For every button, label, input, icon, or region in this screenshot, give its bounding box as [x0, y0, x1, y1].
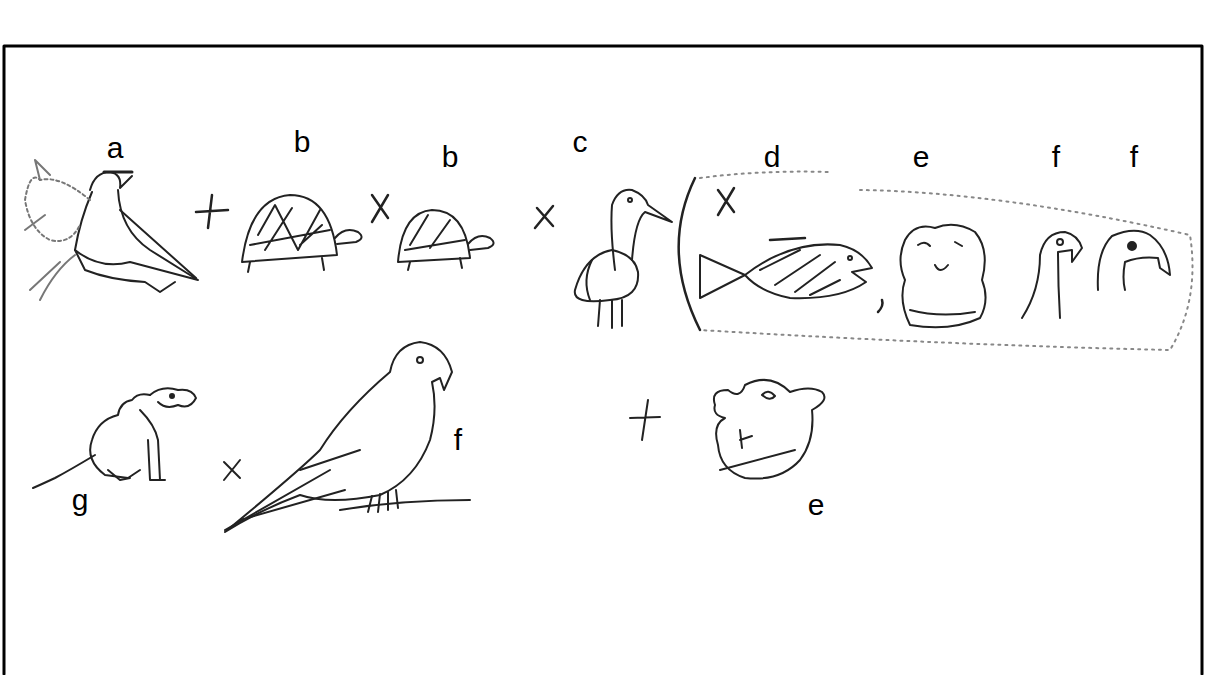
- callout-letter: f: [454, 425, 462, 455]
- turtle-b: [242, 195, 362, 272]
- head-e: [901, 225, 986, 328]
- face-e: [714, 380, 825, 479]
- callout-letter: e: [808, 490, 825, 520]
- bird-head-f: [1022, 232, 1082, 318]
- kangaroo-g: [33, 388, 196, 488]
- callout-letter: b: [294, 127, 311, 157]
- callout-letter: d: [764, 142, 781, 172]
- plus-sign: [630, 400, 660, 440]
- bracket: [679, 178, 700, 330]
- bird-c: [575, 190, 672, 328]
- callout-letter: b: [442, 142, 459, 172]
- callout-letter: f: [1130, 142, 1138, 172]
- callout-letter: e: [913, 142, 930, 172]
- times-sign: [372, 195, 388, 222]
- hummingbird-a: [25, 160, 198, 300]
- callout-letter: c: [573, 127, 588, 157]
- times-sign: [718, 188, 734, 215]
- comma: [878, 300, 883, 312]
- plus-sign: [196, 195, 228, 228]
- callout-letter: g: [72, 485, 89, 515]
- turtle-b: [398, 210, 494, 270]
- fish-d: [700, 238, 872, 298]
- times-sign: [535, 206, 553, 228]
- bird-head-f: [1098, 231, 1170, 290]
- bird-f: [225, 342, 470, 532]
- callout-letter: a: [107, 133, 124, 163]
- enclosure-outline: [700, 172, 1193, 350]
- callout-letter: f: [1052, 142, 1060, 172]
- times-sign: [224, 460, 240, 480]
